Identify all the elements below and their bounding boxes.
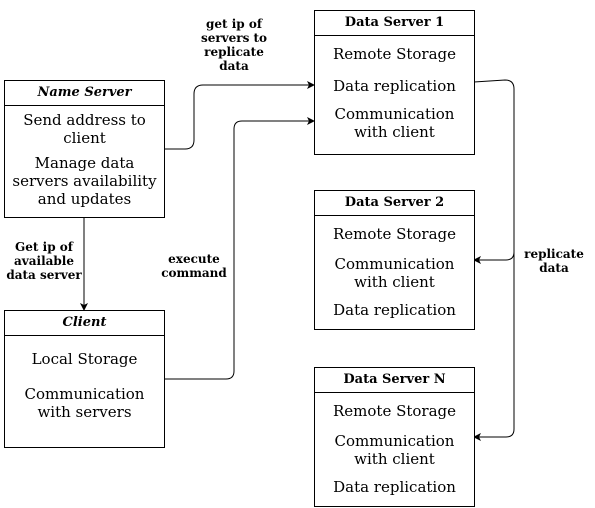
data-server-1-title: Data Server 1 <box>315 11 474 36</box>
label-replicate-data: replicate data <box>524 247 584 275</box>
name-server-title: Name Server <box>5 81 164 106</box>
edge-dataserver1-dataserver2 <box>473 79 515 264</box>
edge-client-dataserver1 <box>158 117 315 383</box>
edge-dataserver1-dataservern <box>473 250 515 441</box>
data-server-n-item: Communication with client <box>334 432 455 468</box>
name-server-item: Send address to client <box>23 111 146 147</box>
label-get-ip-replicate: get ip of servers to replicate data <box>200 17 268 73</box>
data-server-2-item: Data replication <box>333 301 456 319</box>
name-server-item: Manage data servers availability and upd… <box>12 154 157 208</box>
data-server-1-item: Data replication <box>333 77 456 95</box>
edge-nameserver-dataserver1 <box>158 81 315 153</box>
data-server-1-item: Communication with client <box>334 105 455 141</box>
data-server-n-box: Data Server N Remote Storage Communicati… <box>314 367 475 507</box>
client-item: Communication with servers <box>24 385 145 421</box>
label-get-ip-available: Get ip of available data server <box>6 240 82 282</box>
client-title: Client <box>5 311 164 336</box>
data-server-1-box: Data Server 1 Remote Storage Data replic… <box>314 10 475 155</box>
name-server-box: Name Server Send address to client Manag… <box>4 80 165 218</box>
data-server-n-item: Remote Storage <box>332 402 457 420</box>
data-server-2-title: Data Server 2 <box>315 191 474 216</box>
data-server-2-item: Communication with client <box>334 255 455 291</box>
client-item: Local Storage <box>31 350 138 368</box>
client-box: Client Local Storage Communication with … <box>4 310 165 448</box>
data-server-n-title: Data Server N <box>315 368 474 393</box>
data-server-1-item: Remote Storage <box>332 45 457 63</box>
data-server-2-box: Data Server 2 Remote Storage Communicati… <box>314 190 475 330</box>
data-server-n-item: Data replication <box>333 478 456 496</box>
label-execute-command: execute command <box>161 252 227 280</box>
data-server-2-item: Remote Storage <box>332 225 457 243</box>
